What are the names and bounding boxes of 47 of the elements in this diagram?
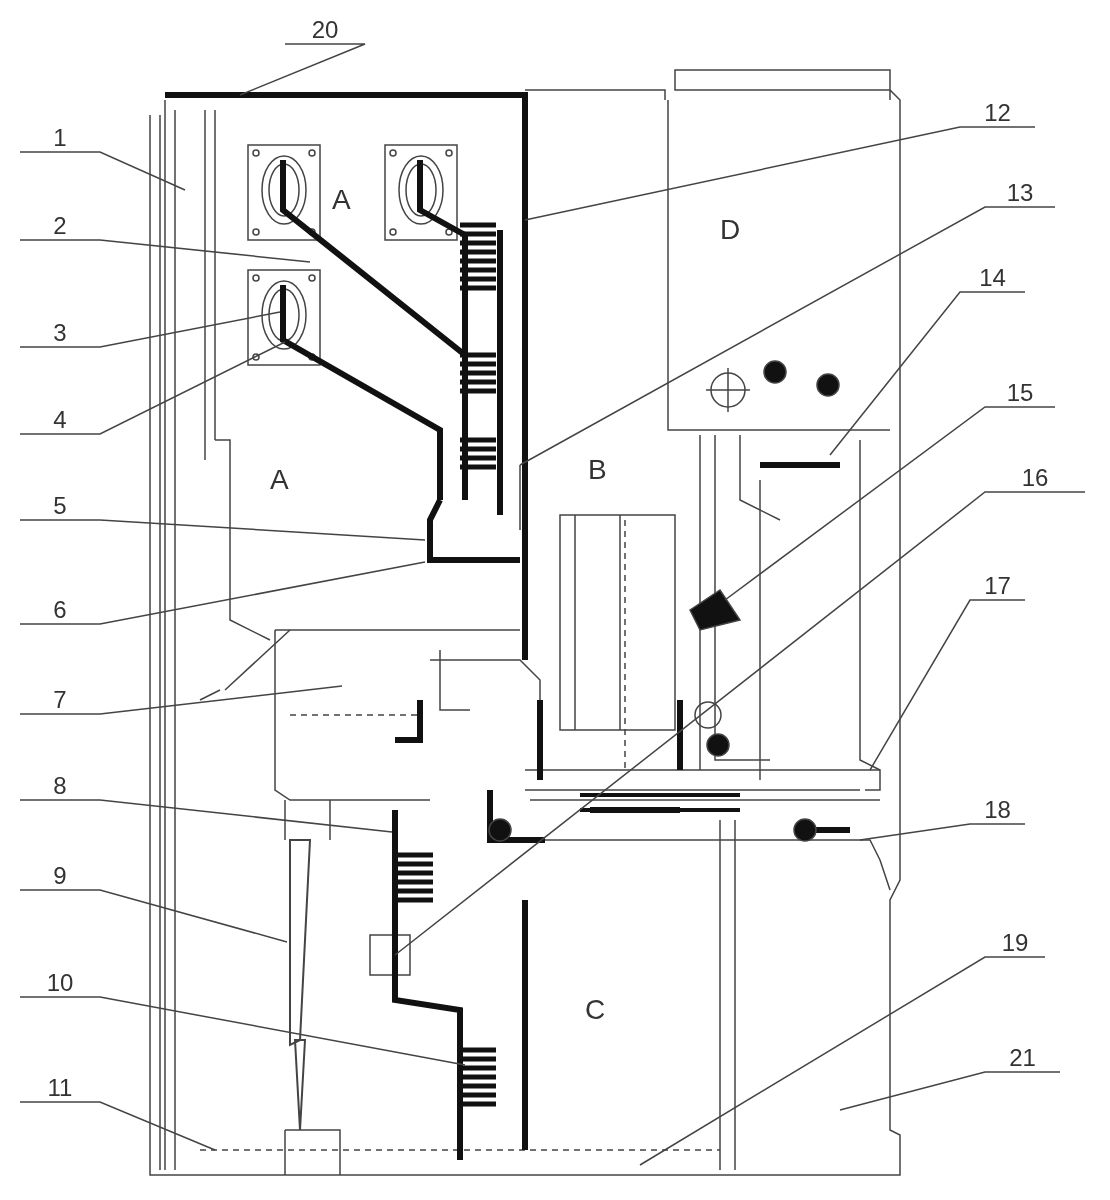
compartment-letter: A [270,465,289,495]
callout-number: 12 [960,101,1035,125]
callout-number: 10 [20,971,100,995]
leader-line [19,519,426,541]
leader-line [19,685,343,715]
leader-line [239,43,366,96]
leader-line [839,1071,1061,1111]
leader-line [724,406,1056,601]
callout-number: 3 [20,321,100,345]
leader-line [19,311,281,348]
callout-number: 11 [20,1076,100,1100]
leader-line [869,599,1026,771]
leader-line [19,239,311,263]
leader-line [639,956,1046,1166]
callout-number: 19 [985,931,1045,955]
callout-number: 21 [985,1046,1060,1070]
callout-number: 1 [20,126,100,150]
callout-number: 4 [20,408,100,432]
callout-number: 15 [985,381,1055,405]
callout-number: 14 [960,266,1025,290]
compartment-letter: B [588,455,607,485]
callout-number: 6 [20,598,100,622]
leader-line [394,491,1086,956]
leader-line [19,1101,216,1151]
leader-line [19,561,426,625]
callout-number: 2 [20,214,100,238]
callout-number: 9 [20,864,100,888]
callout-number: 13 [985,181,1055,205]
leader-line [829,291,1026,456]
callout-number: 17 [970,574,1025,598]
compartment-letter: A [332,185,351,215]
callout-number: 16 [985,466,1085,490]
leader-line [519,206,1056,466]
compartment-letter: C [585,995,606,1025]
leader-line [19,151,186,191]
leader-line [524,126,1036,221]
compartment-letter: D [720,215,741,245]
leader-line [19,889,288,943]
callout-number: 5 [20,494,100,518]
callout-number: 8 [20,774,100,798]
callout-number: 7 [20,688,100,712]
leader-line [19,799,393,833]
leader-line [859,823,1026,841]
callout-number: 18 [970,798,1025,822]
callout-number: 20 [285,18,365,42]
leader-line [19,996,466,1066]
leader-line [19,341,286,435]
